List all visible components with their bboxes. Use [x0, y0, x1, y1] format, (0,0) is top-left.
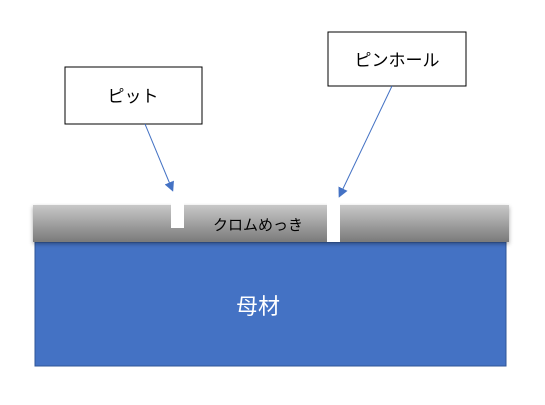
pinhole-callout-arrow [338, 85, 393, 198]
pit-defect [171, 196, 184, 228]
pit-callout-label: ピット [108, 87, 159, 107]
pit-callout-arrow [144, 123, 174, 192]
pinhole-callout-box [327, 31, 467, 87]
pinhole-defect [327, 196, 340, 242]
base-material [34, 241, 507, 367]
chrome-plating-label: クロムめっき [213, 216, 303, 234]
pinhole-callout-label: ピンホール [355, 51, 440, 71]
base-material-label: 母材 [236, 295, 280, 320]
chrome-plating-layer [33, 205, 509, 242]
pit-callout-box [64, 66, 203, 125]
